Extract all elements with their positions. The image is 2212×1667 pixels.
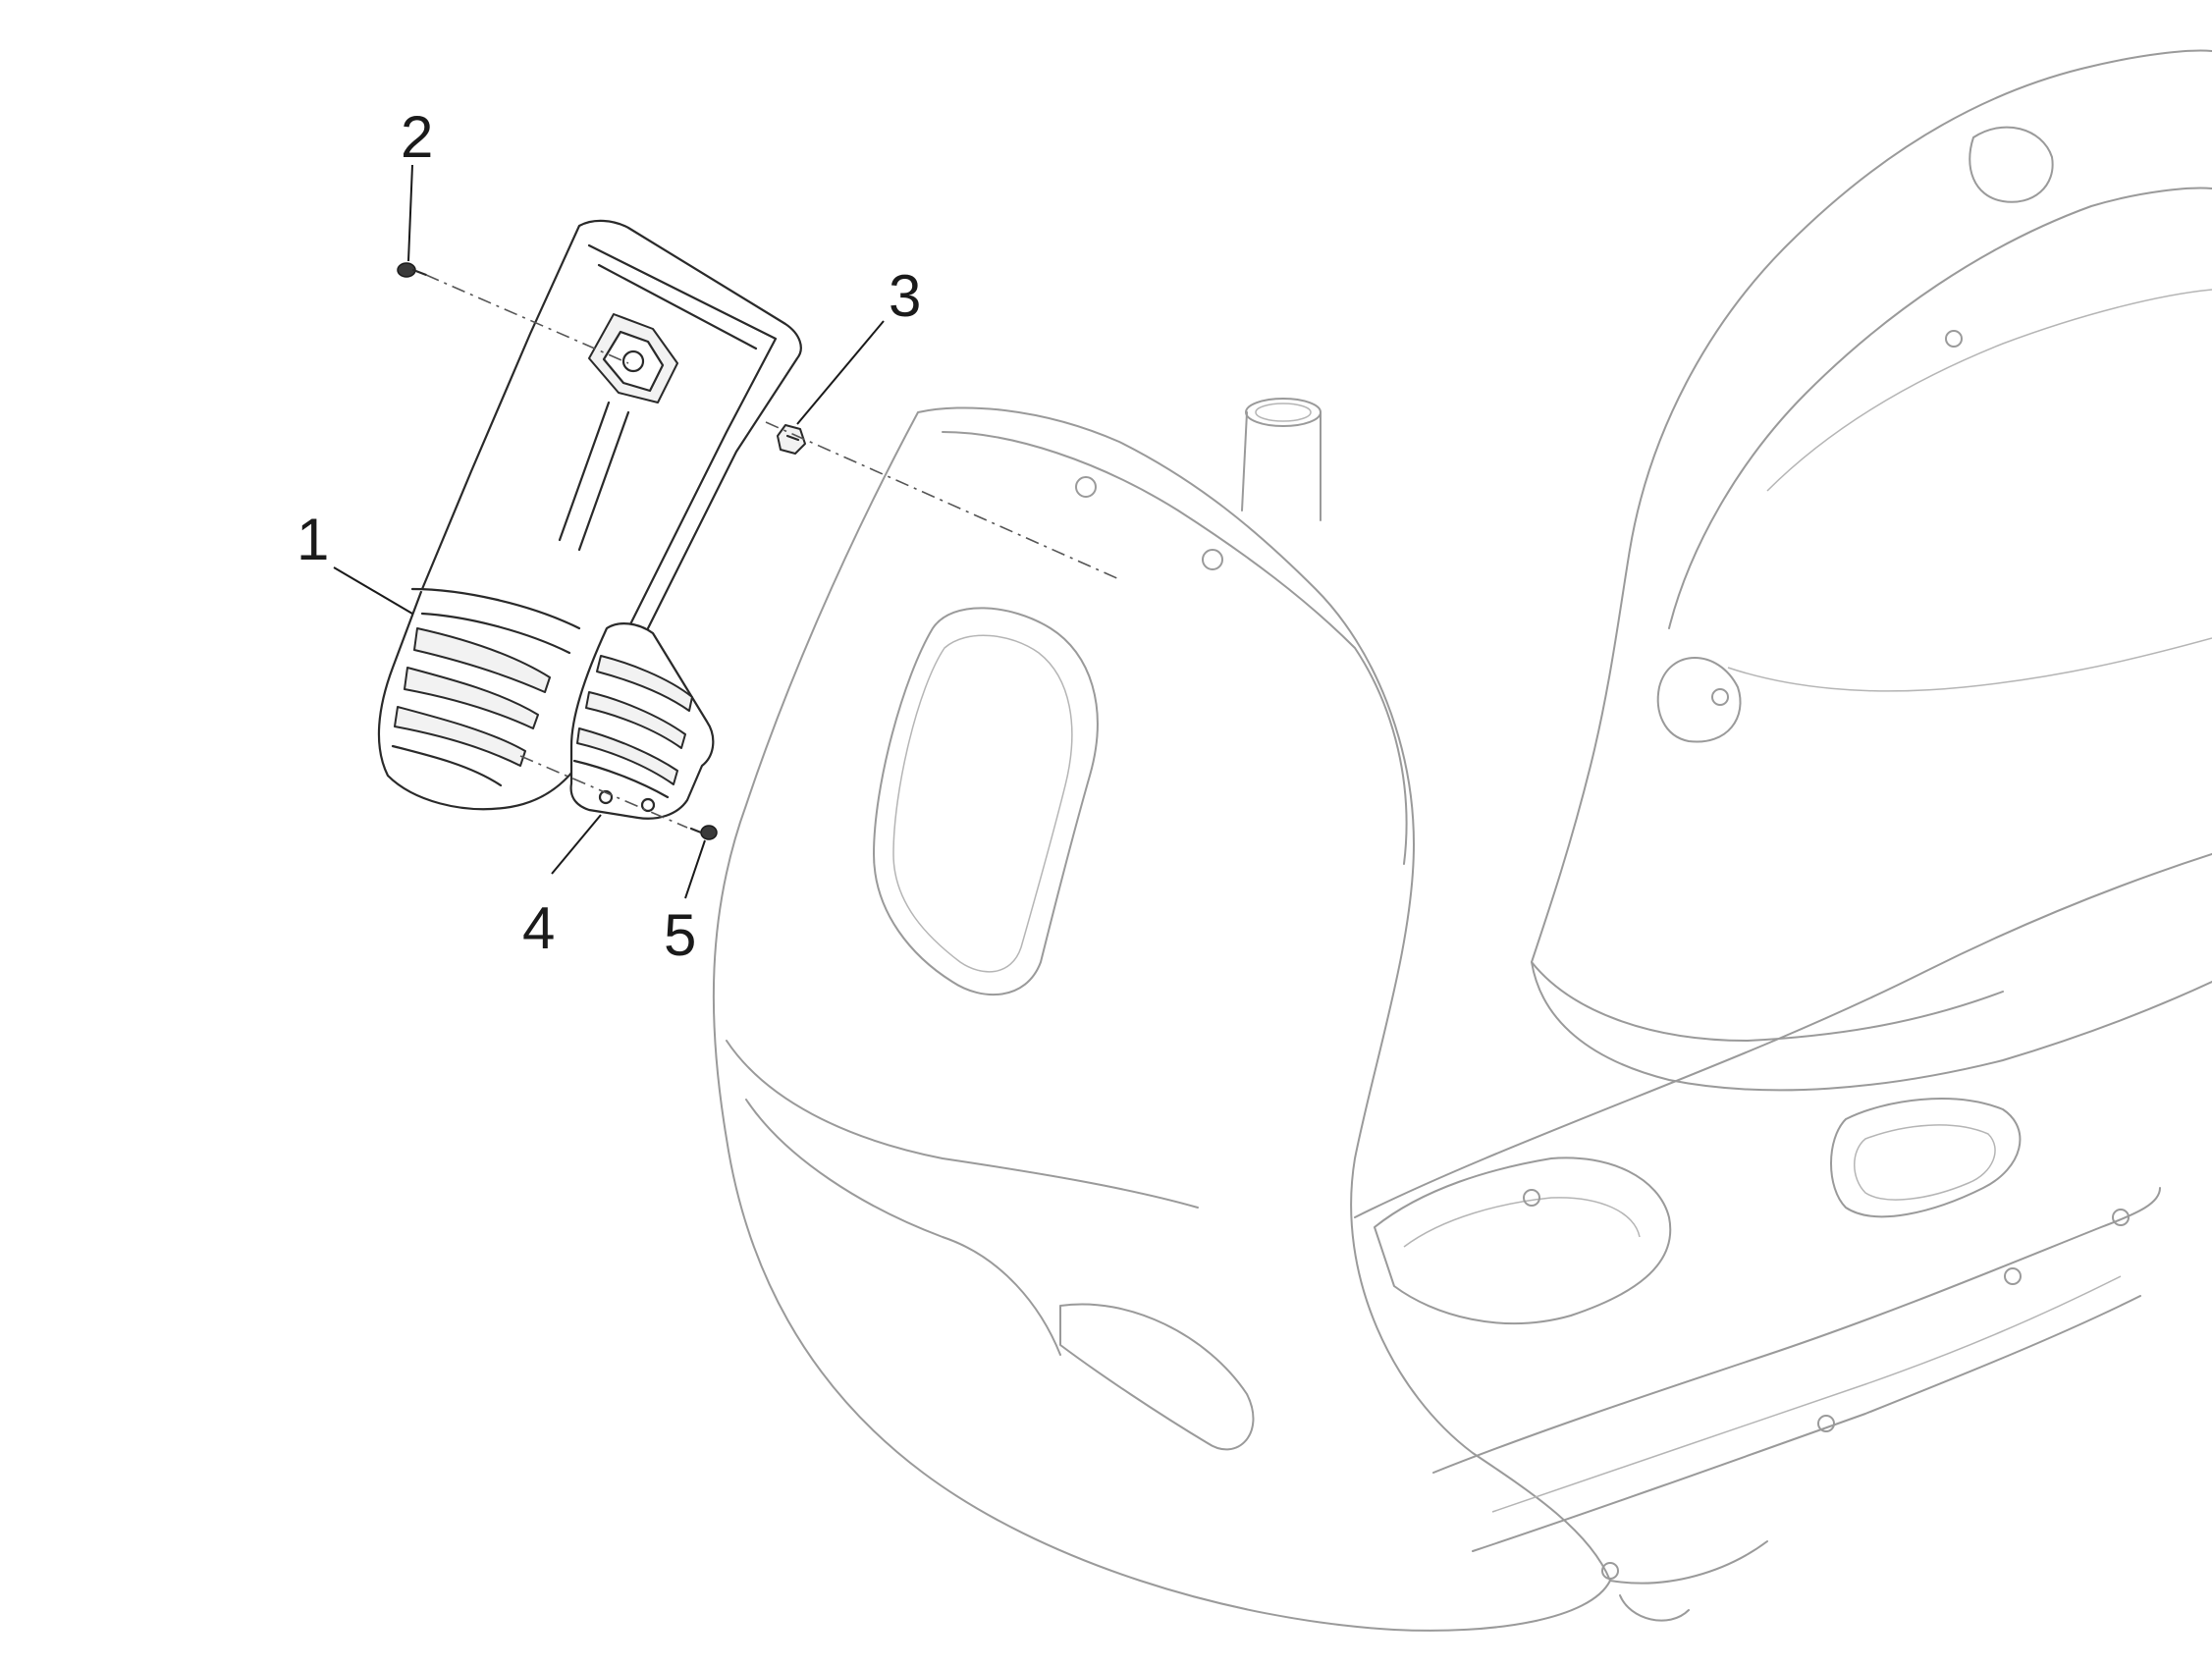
callout-2: 2 <box>401 104 433 170</box>
screw-part-5 <box>689 825 718 840</box>
assembly-axes <box>425 274 1120 829</box>
leader-1 <box>333 566 413 615</box>
axis-clip-3 <box>765 421 1120 580</box>
clip-nut-part-3 <box>777 424 806 455</box>
callout-labels: 1 2 3 4 5 <box>297 104 921 968</box>
leader-2 <box>407 164 413 262</box>
lower-grille-part <box>569 622 715 820</box>
screw-part-2 <box>397 262 428 278</box>
scooter-frame-ghost <box>712 49 2212 1632</box>
callout-3: 3 <box>889 263 921 329</box>
callout-5: 5 <box>664 902 696 968</box>
leader-4 <box>551 814 602 875</box>
leader-3 <box>796 320 885 425</box>
axis-screw-2 <box>425 274 629 364</box>
horn-cover-part <box>377 219 802 811</box>
callout-1: 1 <box>297 507 329 572</box>
leader-5 <box>684 839 706 899</box>
leader-lines <box>333 164 885 899</box>
callout-4: 4 <box>522 895 555 961</box>
axis-screw-5 <box>519 755 688 829</box>
